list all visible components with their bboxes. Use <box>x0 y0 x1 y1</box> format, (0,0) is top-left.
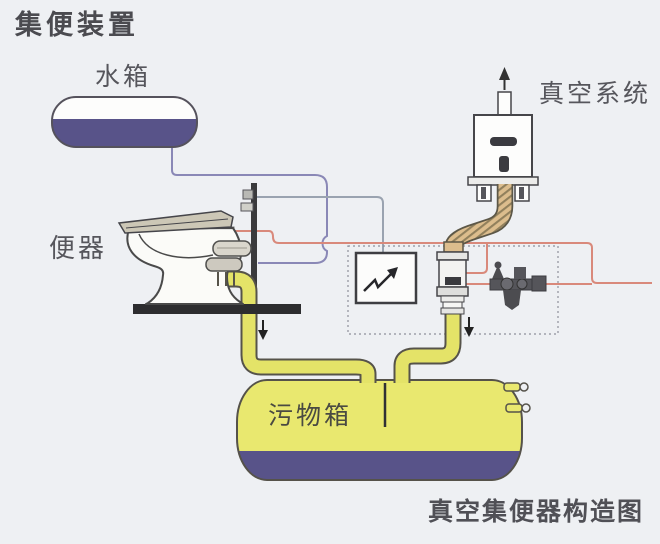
toilet-label: 便器 <box>49 234 108 264</box>
water-supply-line <box>171 147 328 264</box>
down-arrow-icon <box>464 327 474 337</box>
toilet-graphic <box>117 210 301 314</box>
exhaust-arrow-icon <box>499 67 510 80</box>
signal-line <box>257 196 384 252</box>
vacuum-unit <box>467 67 539 202</box>
toilet-seat <box>117 210 234 234</box>
down-arrow-icon <box>258 330 268 340</box>
control-box <box>354 251 418 305</box>
vacuum-hose <box>443 184 514 253</box>
page-title: 集便装置 <box>15 10 139 41</box>
water-tank-graphic <box>51 96 198 148</box>
figure-caption: 真空集便器构造图 <box>428 497 645 526</box>
vacuum-system-label: 真空系统 <box>539 79 652 108</box>
waste-tank <box>236 379 531 481</box>
impulse-arrow-icon <box>387 267 398 279</box>
filter-regulator <box>489 261 547 310</box>
water-tank-label: 水箱 <box>95 62 152 91</box>
sewage-pipes <box>214 270 462 383</box>
discharge-valve <box>436 251 469 315</box>
waste-tank-label: 污物箱 <box>268 401 353 430</box>
flow-arrows <box>258 317 474 340</box>
